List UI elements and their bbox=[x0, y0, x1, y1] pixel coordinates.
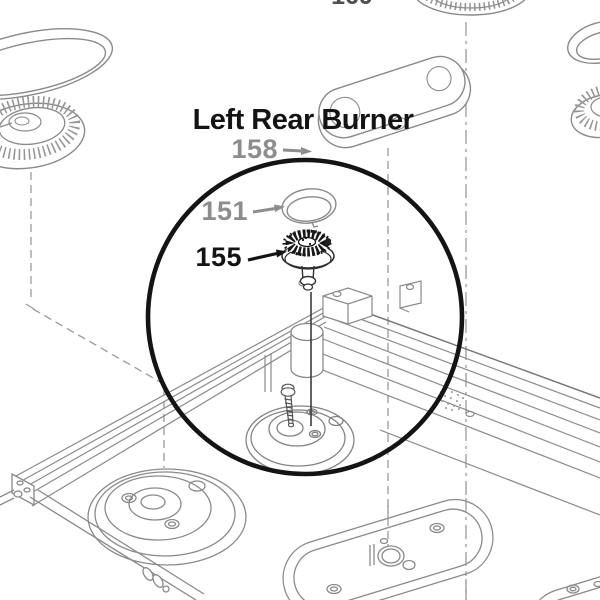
leader-line-155 bbox=[247, 249, 287, 262]
front-left-burner-base bbox=[87, 468, 247, 566]
page-title: Left Rear Burner bbox=[192, 104, 414, 136]
rear-oval-burner-base bbox=[282, 498, 494, 600]
right-burner-cap-drawing bbox=[567, 20, 600, 64]
gas-supply-tube bbox=[0, 472, 205, 600]
leader-line-151 bbox=[252, 204, 285, 214]
oblong-burner-base-158 bbox=[317, 55, 472, 149]
alignment-lines-foreground bbox=[387, 498, 467, 600]
burner-cap-151 bbox=[281, 188, 337, 228]
callout-label-158[interactable]: 158 bbox=[231, 134, 278, 164]
left-rear-burner-base-drawing bbox=[245, 405, 355, 475]
right-burner-head-drawing bbox=[570, 84, 600, 139]
left-burner-head-drawing bbox=[0, 95, 86, 170]
callout-label-151[interactable]: 151 bbox=[201, 196, 248, 226]
right-oval-burner-base bbox=[528, 550, 600, 600]
mounting-screw bbox=[280, 383, 296, 428]
venturi-tube-drawing bbox=[290, 322, 324, 379]
left-burner-cap-drawing bbox=[0, 28, 114, 100]
burner-head-155 bbox=[281, 229, 335, 291]
callout-label-155[interactable]: 155 bbox=[195, 242, 242, 272]
top-burner-head-drawing bbox=[416, 0, 526, 16]
callout-circle bbox=[145, 157, 465, 477]
corner-brackets bbox=[322, 280, 422, 325]
cooktop-frame-rails bbox=[15, 279, 600, 516]
leader-line-158 bbox=[282, 147, 312, 155]
callout-label-169-clipped[interactable]: 169 bbox=[322, 0, 382, 9]
